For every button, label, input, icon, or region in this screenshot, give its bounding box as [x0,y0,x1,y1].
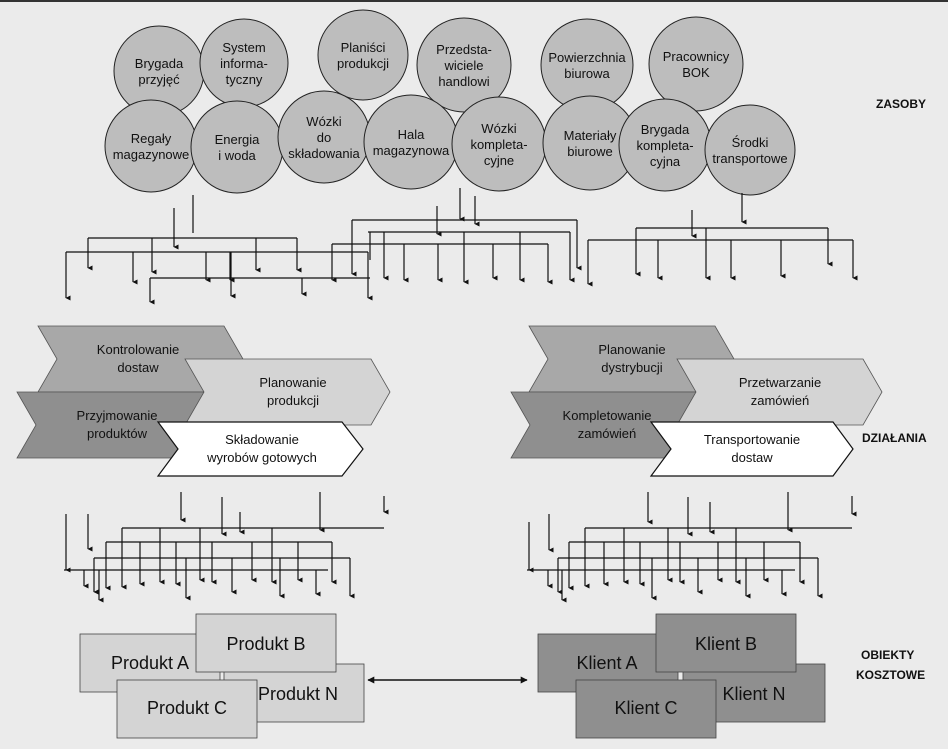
label-zasoby: ZASOBY [876,97,926,111]
activity-przetwarzanie-shape [676,358,883,426]
activity-distribution-arrows [64,492,857,603]
activity-transportowanie-shape [649,421,854,477]
resource-circle-13 [704,104,796,196]
product-c-box [116,679,258,739]
label-obiekty: OBIEKTY [861,648,914,662]
client-n-label: Klient N [722,684,785,704]
activity-skladowanie-shape [156,421,364,477]
resource-distribution-arrows [66,188,858,302]
client-b-box [655,613,797,673]
activities-left [16,325,391,477]
client-b-label: Klient B [695,634,757,654]
products-group: Produkt A Produkt N Produkt B Produkt C [79,613,365,739]
product-b-box [195,613,337,673]
resource-circle-2 [317,9,409,101]
resource-circle-7 [190,100,284,194]
activities-right [510,325,883,477]
label-kosztowe: KOSZTOWE [856,668,925,682]
client-a-label: Klient A [576,653,637,673]
label-dzialania: DZIAŁANIA [862,431,927,445]
activity-planowanie-shape [184,358,391,426]
product-n-label: Produkt N [258,684,338,704]
resource-circle-9 [363,94,459,190]
client-c-label: Klient C [614,698,677,718]
resource-circle-6 [104,99,198,193]
product-b-label: Produkt B [226,634,305,654]
resource-circle-5 [648,16,744,112]
clients-group: Klient A Klient N Klient B Klient C [537,613,826,739]
product-a-label: Produkt A [111,653,189,673]
product-c-label: Produkt C [147,698,227,718]
client-c-box [575,679,717,739]
